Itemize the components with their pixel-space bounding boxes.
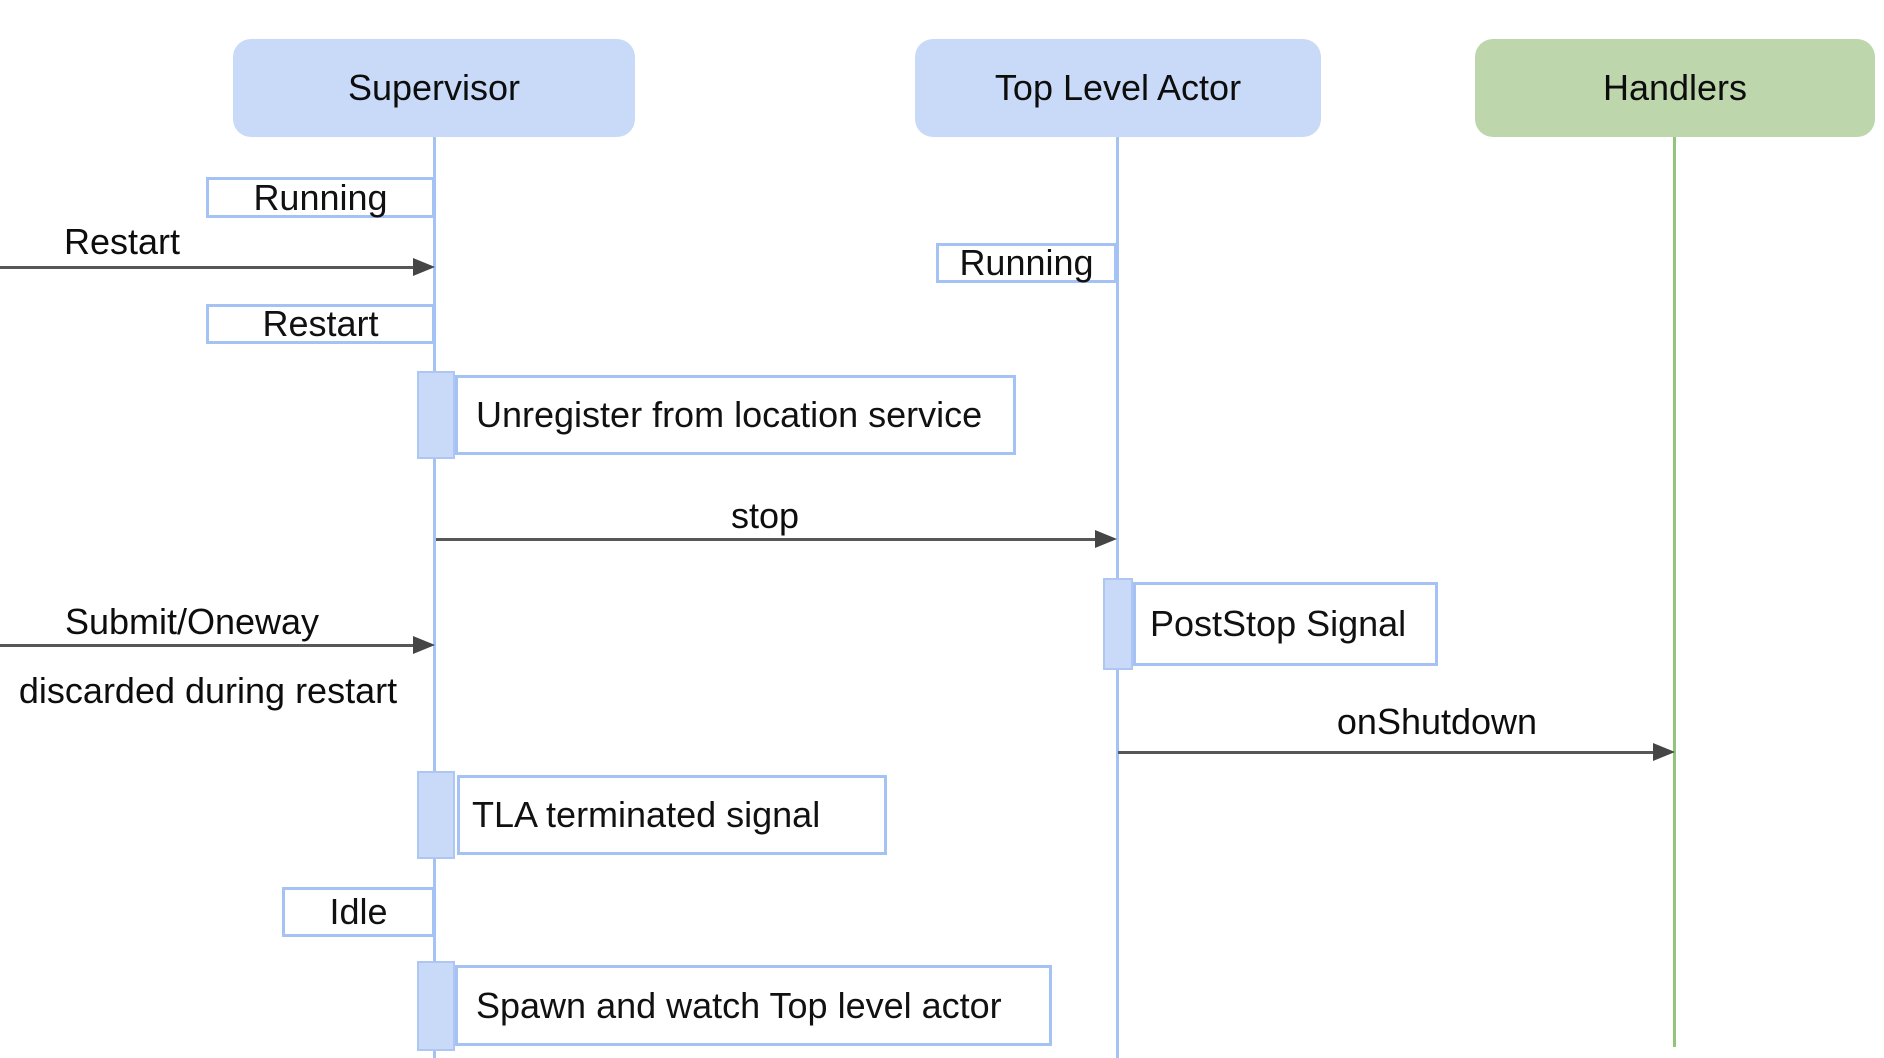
- state-box-running-supervisor: Running: [206, 177, 435, 218]
- message-arrow-submit-oneway-line: [0, 644, 414, 647]
- state-box-restart-label: Restart: [262, 303, 379, 344]
- action-box-tla-terminated-label: TLA terminated signal: [472, 794, 821, 835]
- state-box-running-tla-label: Running: [959, 242, 1094, 283]
- message-label-submit-oneway: Submit/Oneway: [64, 601, 320, 642]
- message-label-stop: stop: [730, 495, 800, 536]
- action-box-unregister: Unregister from location service: [455, 375, 1016, 455]
- actor-handlers: Handlers: [1475, 39, 1875, 137]
- lifeline-supervisor: [433, 137, 436, 1058]
- actor-handlers-label: Handlers: [1602, 67, 1748, 108]
- action-box-spawn-label: Spawn and watch Top level actor: [476, 984, 1002, 1026]
- message-arrow-stop-line: [436, 538, 1097, 541]
- action-box-unregister-label: Unregister from location service: [476, 394, 983, 435]
- action-box-spawn: Spawn and watch Top level actor: [455, 965, 1052, 1046]
- message-arrow-restart-line: [0, 266, 414, 269]
- actor-supervisor: Supervisor: [233, 39, 635, 137]
- activation-bar-tla-terminated: [417, 771, 455, 859]
- state-box-idle: Idle: [282, 887, 435, 937]
- activation-bar-spawn: [417, 961, 455, 1051]
- state-box-idle-label: Idle: [329, 891, 388, 932]
- action-box-poststop: PostStop Signal: [1133, 582, 1438, 666]
- message-arrow-onshutdown-line: [1118, 751, 1653, 754]
- action-box-tla-terminated: TLA terminated signal: [457, 775, 887, 855]
- activation-bar-poststop: [1103, 578, 1133, 670]
- message-arrow-onshutdown-head: [1653, 743, 1675, 761]
- state-box-running-supervisor-label: Running: [253, 176, 388, 218]
- lifeline-handlers: [1673, 137, 1676, 1047]
- actor-supervisor-label: Supervisor: [347, 67, 521, 108]
- message-label-onshutdown: onShutdown: [1336, 701, 1538, 742]
- message-arrow-stop-head: [1095, 530, 1117, 548]
- activation-bar-unregister: [417, 371, 455, 459]
- message-arrow-restart-head: [413, 258, 435, 276]
- actor-top-level-actor-label: Top Level Actor: [994, 67, 1242, 108]
- actor-top-level-actor: Top Level Actor: [915, 39, 1321, 137]
- message-note-discarded-during-restart: discarded during restart: [18, 670, 398, 711]
- state-box-running-tla: Running: [936, 242, 1117, 283]
- message-label-restart: Restart: [63, 221, 181, 262]
- state-box-restart: Restart: [206, 303, 435, 344]
- message-arrow-submit-oneway-head: [413, 636, 435, 654]
- action-box-poststop-label: PostStop Signal: [1150, 603, 1407, 644]
